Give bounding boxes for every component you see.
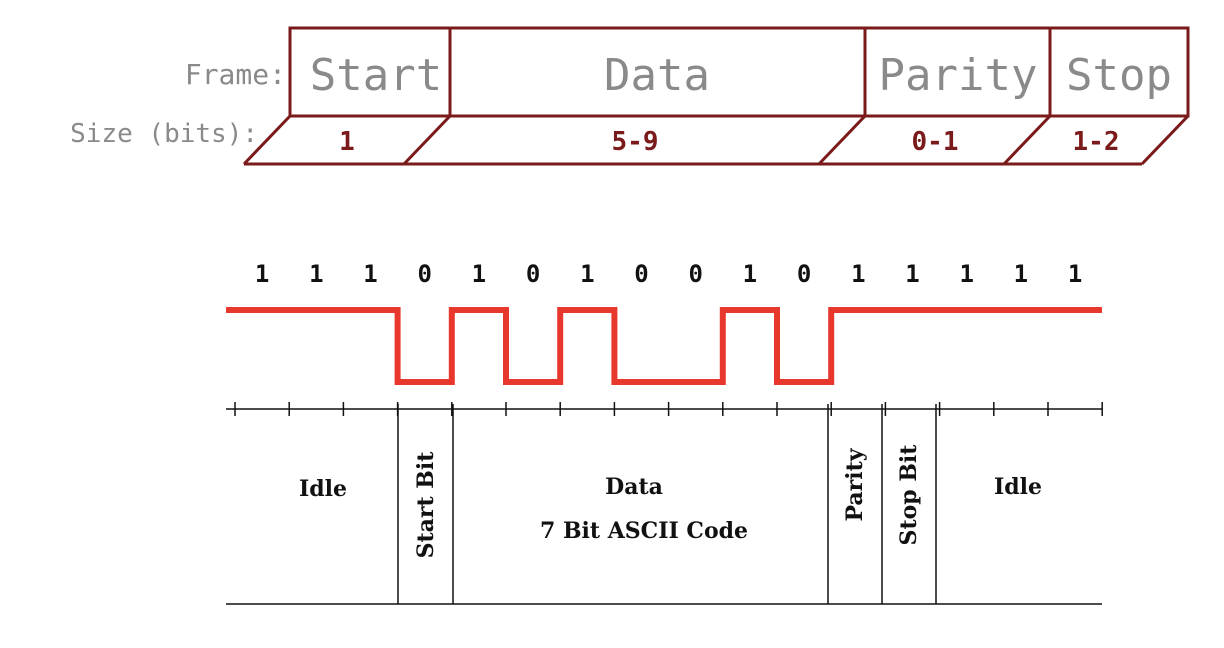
- size-value-stop: 1-2: [1073, 127, 1120, 157]
- bit-label: 0: [634, 260, 648, 288]
- size-divider-2: [817, 114, 867, 166]
- size-divider-left: [242, 114, 292, 166]
- segment-stop-bit: Stop Bit: [896, 444, 922, 546]
- size-label: Size (bits):: [70, 119, 258, 149]
- bit-label: 0: [688, 260, 702, 288]
- segment-start-bit: Start Bit: [413, 451, 439, 559]
- bit-label: 1: [363, 260, 377, 288]
- bit-label: 1: [1068, 260, 1082, 288]
- segment-dividers: [226, 404, 1102, 605]
- bit-label: 1: [309, 260, 323, 288]
- frame-field-stop: Stop: [1066, 50, 1172, 101]
- segment-parity: Parity: [842, 447, 868, 521]
- bit-label: 0: [417, 260, 431, 288]
- bit-label: 1: [851, 260, 865, 288]
- frame-field-start: Start: [310, 50, 442, 101]
- frame-header: Frame: Size (bits): Start Data Parity St…: [70, 26, 1190, 166]
- bit-label: 1: [905, 260, 919, 288]
- signal-waveform: [226, 307, 1102, 385]
- timeline-axis: [226, 402, 1103, 416]
- bit-label: 1: [255, 260, 269, 288]
- bit-label: 1: [743, 260, 757, 288]
- size-value-parity: 0-1: [912, 127, 959, 157]
- size-value-data: 5-9: [612, 127, 659, 157]
- size-divider-3: [1002, 114, 1052, 166]
- size-value-start: 1: [339, 127, 355, 157]
- segment-data-title: Data: [605, 474, 663, 500]
- bit-label: 1: [580, 260, 594, 288]
- size-row: [242, 114, 1190, 166]
- bit-label: 0: [797, 260, 811, 288]
- segment-idle-right: Idle: [994, 474, 1042, 500]
- size-divider-right: [1140, 114, 1190, 166]
- bit-label: 1: [1014, 260, 1028, 288]
- bit-label: 1: [959, 260, 973, 288]
- segment-data-subtitle: 7 Bit ASCII Code: [540, 518, 748, 544]
- segment-idle-left: Idle: [299, 476, 347, 502]
- frame-label: Frame:: [185, 58, 286, 91]
- bit-label: 0: [526, 260, 540, 288]
- bit-labels: 1 1 1 0 1 0 1 0 0 1 0 1 1 1 1 1: [255, 260, 1082, 288]
- frame-field-data: Data: [604, 50, 710, 101]
- frame-field-parity: Parity: [879, 50, 1038, 101]
- bit-label: 1: [472, 260, 486, 288]
- size-divider-1: [402, 114, 452, 166]
